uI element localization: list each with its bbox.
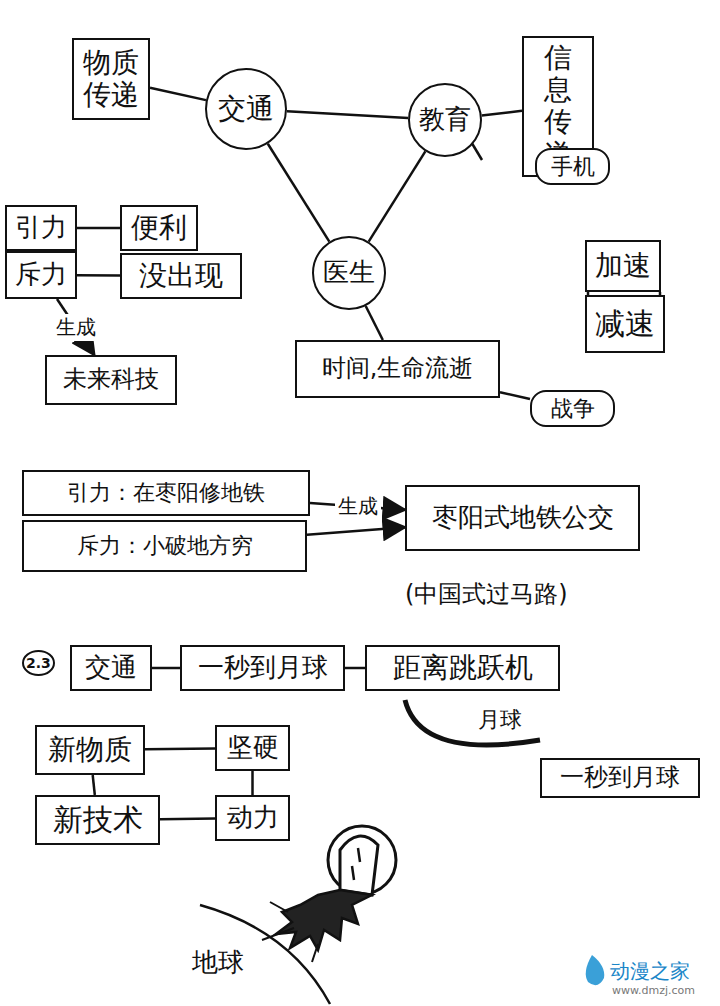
callout-number: 2.3: [22, 650, 55, 676]
node-text: 物质 传递: [82, 47, 140, 111]
concept-box: 新技术: [35, 795, 160, 845]
node-text: 未来科技: [63, 366, 159, 394]
concept-box: 枣阳式地铁公交: [405, 485, 640, 551]
concept-box: 一秒到月球: [540, 758, 700, 798]
node-text: 新技术: [53, 803, 143, 838]
concept-box: 战争: [530, 390, 615, 427]
connector: [77, 274, 120, 277]
connector: [251, 771, 254, 795]
node-text: 医生: [323, 258, 375, 288]
connector: [150, 88, 206, 100]
watermark: www.dmzj.com: [612, 984, 695, 997]
node-text: 战争: [551, 396, 595, 421]
connector: [145, 747, 215, 750]
node-text: 交通: [85, 653, 137, 683]
connector: [500, 392, 530, 399]
concept-box: 引力：在枣阳修地铁: [22, 470, 310, 516]
connector: [268, 144, 330, 242]
connector: [160, 817, 215, 820]
concept-box: 距离跳跃机: [365, 645, 560, 691]
watermark-logo: [586, 955, 605, 985]
note-label: 地球: [192, 945, 244, 980]
watermark: 动漫之家: [610, 958, 690, 985]
node-text: 引力: [15, 213, 67, 243]
concept-box: 减速: [585, 295, 665, 353]
concept-box: 动力: [215, 795, 290, 841]
topic-circle: 教育: [408, 83, 482, 157]
node-text: 斥力：小破地方穷: [77, 533, 253, 558]
node-text: 斥力: [15, 260, 67, 290]
concept-box: 交通: [70, 645, 152, 691]
node-text: 便利: [131, 212, 187, 244]
node-text: 加速: [595, 250, 651, 282]
node-text: 距离跳跃机: [393, 652, 533, 684]
edge-label: 生成: [335, 493, 381, 520]
node-text: 手机: [551, 154, 595, 179]
concept-box: 未来科技: [45, 355, 177, 405]
rocket-flame: [276, 890, 372, 950]
rocket-window: [352, 848, 360, 880]
connector: [152, 667, 180, 670]
node-text: 新物质: [48, 734, 132, 766]
node-text: 动力: [227, 803, 279, 833]
node-text: 没出现: [139, 260, 223, 292]
concept-box: 时间,生命流逝: [295, 340, 500, 398]
node-text: 引力：在枣阳修地铁: [67, 480, 265, 505]
connector: [345, 667, 365, 670]
rocket-body: [340, 836, 378, 895]
concept-box: 一秒到月球: [180, 645, 345, 691]
rocket-halo: [328, 826, 396, 894]
topic-circle: 交通: [205, 68, 287, 150]
concept-box: 物质 传递: [72, 38, 150, 120]
node-text: 一秒到月球: [198, 653, 328, 683]
concept-box: 引力: [5, 205, 77, 251]
concept-box: 便利: [120, 205, 198, 251]
node-text: 减速: [595, 307, 655, 342]
node-text: 一秒到月球: [560, 764, 680, 792]
concept-box: 坚硬: [215, 725, 290, 771]
topic-circle: 医生: [312, 236, 386, 310]
concept-box: 新物质: [35, 725, 145, 775]
node-text: 坚硬: [227, 733, 279, 763]
concept-box: 手机: [535, 148, 610, 185]
connector: [366, 306, 383, 340]
connector: [369, 151, 426, 241]
concept-box: 斥力: [5, 251, 77, 299]
node-text: 交通: [218, 93, 274, 125]
connector: [287, 111, 408, 118]
node-text: 时间,生命流逝: [322, 355, 474, 383]
note-label: (中国式过马路): [405, 578, 568, 610]
node-text: 枣阳式地铁公交: [432, 503, 614, 533]
concept-box: 斥力：小破地方穷: [22, 520, 307, 572]
concept-box: 没出现: [120, 253, 242, 299]
connector: [93, 775, 95, 795]
connector: [482, 111, 522, 116]
moon-arc: [405, 700, 540, 745]
note-label: 月球: [478, 705, 522, 735]
flame-streak: [262, 902, 318, 962]
node-text: 教育: [419, 105, 471, 135]
concept-box: 加速: [585, 240, 661, 292]
connector: [307, 527, 405, 535]
edge-label: 生成: [53, 314, 99, 341]
connector: [77, 227, 120, 230]
